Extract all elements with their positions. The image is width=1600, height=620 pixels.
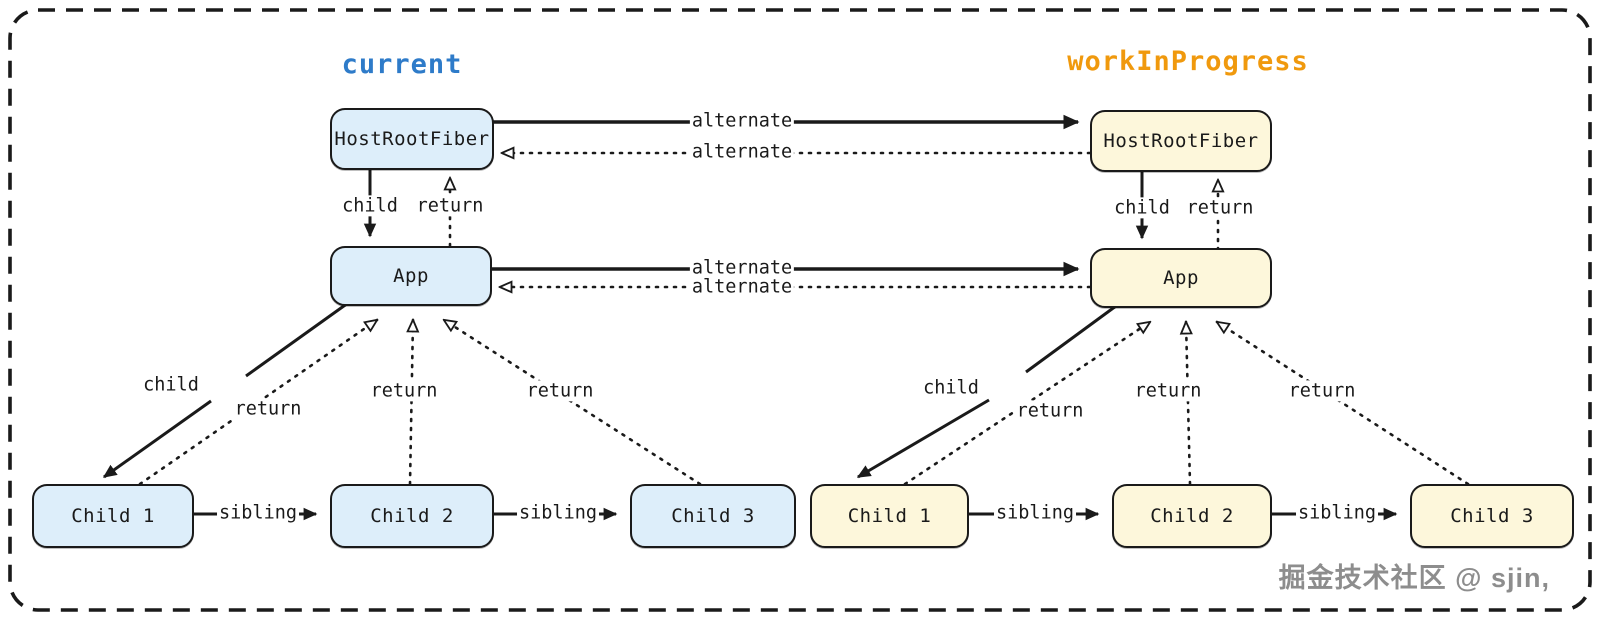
edge-label-return: return bbox=[232, 398, 304, 420]
edge-return-left-child3 bbox=[444, 320, 702, 486]
watermark-text: 掘金技术社区 @ sjin, bbox=[1278, 563, 1550, 593]
node-wip-app: App bbox=[1090, 248, 1272, 308]
node-wip-child2: Child 2 bbox=[1112, 484, 1272, 548]
edge-label-return: return bbox=[1184, 197, 1256, 219]
edge-label-sibling: sibling bbox=[517, 502, 599, 524]
edge-return-right-child2 bbox=[1186, 322, 1190, 486]
node-wip-hostrootfiber: HostRootFiber bbox=[1090, 110, 1272, 172]
dashed-frame bbox=[8, 8, 1592, 612]
node-wip-child1: Child 1 bbox=[810, 484, 969, 548]
edge-label-child: child bbox=[1112, 197, 1172, 219]
edge-label-child: child bbox=[921, 377, 981, 399]
node-current-child2: Child 2 bbox=[330, 484, 494, 548]
edge-label-alternate: alternate bbox=[689, 141, 795, 163]
edge-return-left-child2 bbox=[410, 320, 413, 486]
edge-label-alternate: alternate bbox=[689, 257, 795, 279]
edge-label-sibling: sibling bbox=[994, 502, 1076, 524]
edge-label-sibling: sibling bbox=[217, 502, 299, 524]
edge-label-return: return bbox=[1286, 380, 1358, 402]
node-current-app: App bbox=[330, 246, 492, 306]
edge-label-child: child bbox=[340, 195, 400, 217]
edge-label-return: return bbox=[368, 380, 440, 402]
node-current-child3: Child 3 bbox=[630, 484, 796, 548]
edge-label-return: return bbox=[524, 380, 596, 402]
current-tree-title: current bbox=[341, 49, 463, 80]
node-wip-child3: Child 3 bbox=[1410, 484, 1574, 548]
edge-label-child: child bbox=[141, 374, 201, 396]
edge-label-alternate: alternate bbox=[689, 110, 795, 132]
edge-label-return: return bbox=[414, 195, 486, 217]
edge-return-right-child3 bbox=[1217, 322, 1470, 486]
edge-child-right-app-child1 bbox=[856, 304, 1117, 479]
node-current-child1: Child 1 bbox=[32, 484, 194, 548]
node-current-hostrootfiber: HostRootFiber bbox=[330, 108, 494, 170]
edge-label-sibling: sibling bbox=[1296, 502, 1378, 524]
edge-label-return: return bbox=[1132, 380, 1204, 402]
edge-label-return: return bbox=[1014, 400, 1086, 422]
edge-child-left-app-child1 bbox=[102, 301, 349, 479]
edge-label-alternate: alternate bbox=[689, 276, 795, 298]
workinprogress-tree-title: workInProgress bbox=[1067, 46, 1309, 77]
